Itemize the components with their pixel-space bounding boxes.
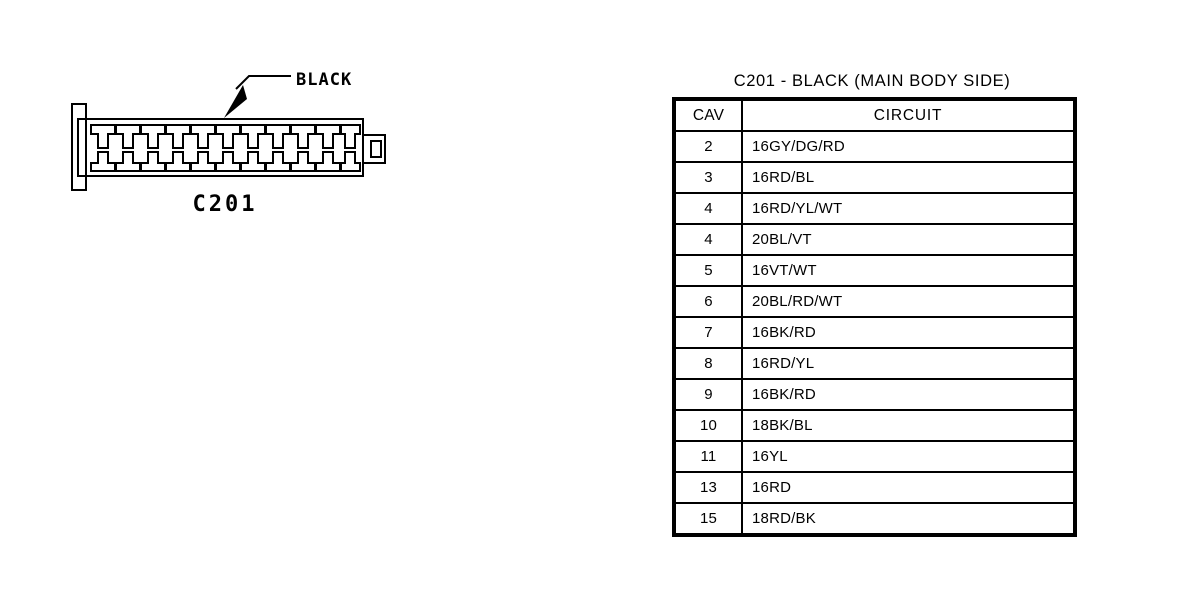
cell-cav: 11 <box>673 440 743 473</box>
cavity-bottom-11 <box>340 151 361 172</box>
cavity-bottom-3 <box>140 151 166 172</box>
connector-latch-tab <box>362 134 386 164</box>
cell-circuit: 16RD/YL <box>741 347 1076 380</box>
cavity-top-5 <box>190 124 216 149</box>
cell-circuit: 16BK/RD <box>741 316 1076 349</box>
cavity-bottom-8 <box>265 151 291 172</box>
cell-circuit: 16RD <box>741 471 1076 504</box>
cell-cav: 8 <box>673 347 743 380</box>
cavity-top-11 <box>340 124 361 149</box>
connector-latch-inner <box>370 140 382 158</box>
cavity-top-7 <box>240 124 266 149</box>
cell-cav: 5 <box>673 254 743 287</box>
cavity-top-1 <box>90 124 116 149</box>
cavity-top-10 <box>315 124 341 149</box>
cavity-top-6 <box>215 124 241 149</box>
callout-arrowhead <box>224 85 247 118</box>
cavity-bottom-2 <box>115 151 141 172</box>
cavity-bottom-1 <box>90 151 116 172</box>
cell-circuit: 20BL/VT <box>741 223 1076 256</box>
connector-drawing <box>71 75 386 191</box>
cavity-table-title: C201 - BLACK (MAIN BODY SIDE) <box>733 72 1011 90</box>
connector-left-flange <box>71 103 87 191</box>
cavity-top-3 <box>140 124 166 149</box>
cavity-top-4 <box>165 124 191 149</box>
connector-color-callout: BLACK <box>296 70 353 90</box>
cavity-top-2 <box>115 124 141 149</box>
cell-cav: 4 <box>673 223 743 256</box>
cell-circuit: 16RD/BL <box>741 161 1076 194</box>
cell-circuit: 16YL <box>741 440 1076 473</box>
cell-cav: 9 <box>673 378 743 411</box>
connector-id-label: C201 <box>192 192 258 217</box>
cell-cav: 7 <box>673 316 743 349</box>
column-header-circuit: CIRCUIT <box>741 98 1076 132</box>
cavity-bottom-5 <box>190 151 216 172</box>
cell-cav: 15 <box>673 502 743 536</box>
cavity-bottom-6 <box>215 151 241 172</box>
cavity-bottom-10 <box>315 151 341 172</box>
cell-circuit: 16GY/DG/RD <box>741 130 1076 163</box>
cell-cav: 13 <box>673 471 743 504</box>
cell-circuit: 16BK/RD <box>741 378 1076 411</box>
cavity-top-9 <box>290 124 316 149</box>
cell-circuit: 18BK/BL <box>741 409 1076 442</box>
cell-cav: 4 <box>673 192 743 225</box>
cell-circuit: 18RD/BK <box>741 502 1076 536</box>
cell-circuit: 16RD/YL/WT <box>741 192 1076 225</box>
connector-body <box>85 118 364 177</box>
cell-cav: 10 <box>673 409 743 442</box>
callout-leader-line <box>235 75 291 90</box>
connector-figure: BLACK C201 <box>0 0 430 250</box>
cavity-row-bottom <box>90 151 361 172</box>
cell-circuit: 20BL/RD/WT <box>741 285 1076 318</box>
cavity-bottom-7 <box>240 151 266 172</box>
cavity-table-panel: C201 - BLACK (MAIN BODY SIDE) CAV CIRCUI… <box>672 72 1077 537</box>
cell-cav: 6 <box>673 285 743 318</box>
cell-cav: 2 <box>673 130 743 163</box>
column-header-cav: CAV <box>673 98 743 132</box>
cell-circuit: 16VT/WT <box>741 254 1076 287</box>
cavity-bottom-9 <box>290 151 316 172</box>
table-header-row: CAV CIRCUIT <box>673 98 1076 132</box>
cavity-top-8 <box>265 124 291 149</box>
cavity-bottom-4 <box>165 151 191 172</box>
cavity-row-top <box>90 124 361 149</box>
cell-cav: 3 <box>673 161 743 194</box>
